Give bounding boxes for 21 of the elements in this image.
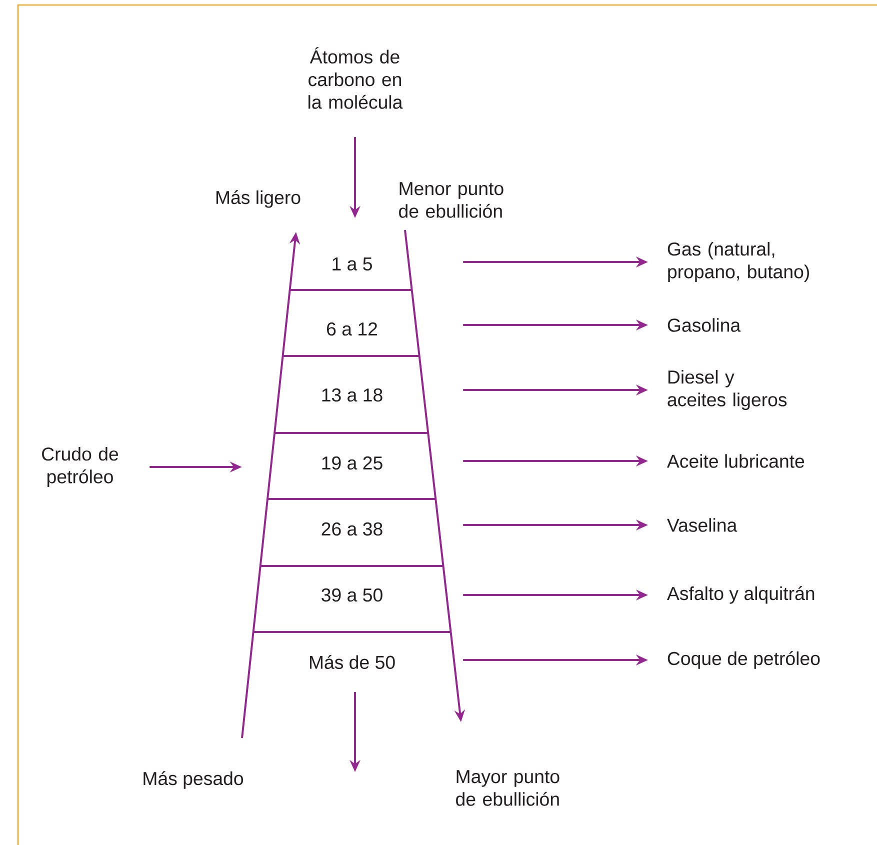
axis-label: Átomos de carbono en la molécula — [308, 47, 403, 109]
direction-label: Más pesado — [144, 771, 244, 789]
rung-label: 19 a 25 — [322, 456, 382, 470]
product-label: Asfalto y alquitrán — [666, 586, 814, 604]
product-label: Gasolina — [668, 318, 741, 332]
product-label: Vaselina — [667, 518, 738, 532]
direction-label: Menor punto de ebullición — [399, 182, 504, 218]
rung-label: 13 a 18 — [322, 388, 382, 402]
rung-label: 1 a 5 — [332, 258, 372, 271]
direction-label: Más ligero — [216, 190, 300, 208]
product-label: Diesel y aceites ligeros — [668, 370, 787, 410]
product-label: Gas (natural, propano, butano) — [668, 242, 809, 282]
product-label: Coque de petróleo — [668, 651, 820, 669]
rung-label: Más de 50 — [310, 655, 395, 669]
rung-label: 26 a 38 — [322, 522, 382, 536]
ladder-drawing — [241, 230, 466, 738]
input-label: Crudo de petróleo — [42, 446, 118, 488]
rung-label: 6 a 12 — [327, 322, 377, 336]
direction-label: Mayor punto de ebullición — [456, 770, 560, 806]
rung-label: 39 a 50 — [322, 588, 382, 602]
product-label: Aceite lubricante — [666, 454, 804, 468]
